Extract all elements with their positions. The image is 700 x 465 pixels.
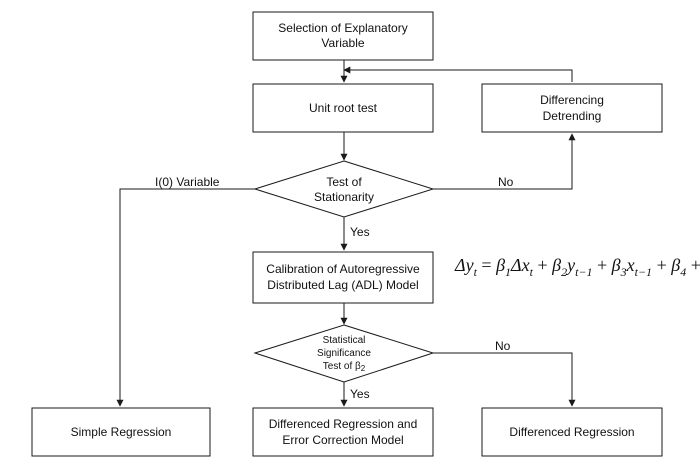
edge-stationarity-i0-to-simple (116, 188, 255, 407)
decision-stationarity-line1: Test of (326, 175, 362, 189)
label-yes-stationarity: Yes (350, 225, 370, 239)
node-calibration: Calibration of Autoregressive Distribute… (252, 251, 434, 304)
decision-significance: Statistical Significance Test of β2 (253, 324, 435, 383)
edge-stationarity-no-to-differencing (433, 133, 576, 190)
node-selection-line1: Selection of Explanatory (278, 21, 407, 35)
node-calibration-line2: Distributed Lag (ADL) Model (267, 278, 418, 292)
edge-differencing-back-to-unitroot (343, 66, 573, 82)
label-no-stationarity: No (498, 175, 514, 189)
label-yes-significance: Yes (350, 387, 370, 401)
node-unit-root-label: Unit root test (309, 101, 378, 115)
adl-equation: Δyt = β1Δxt + β2yt−1 + β3xt−1 + β4 + εt (454, 255, 700, 279)
node-selection-line2: Variable (321, 36, 364, 50)
node-simple-regression-label: Simple Regression (71, 425, 172, 439)
decision-significance-line1: Statistical (323, 335, 366, 346)
decision-stationarity-line2: Stationarity (314, 190, 374, 204)
label-no-significance: No (495, 339, 511, 353)
decision-significance-line2: Significance (317, 348, 371, 359)
decision-significance-line3: Test of β2 (323, 361, 366, 373)
node-differencing-line2: Detrending (543, 109, 602, 123)
edge-significance-no-to-differenced (433, 352, 576, 407)
node-selection: Selection of Explanatory Variable (252, 11, 434, 61)
node-unit-root: Unit root test (252, 83, 434, 133)
node-simple-regression: Simple Regression (31, 407, 211, 457)
node-differencing-line1: Differencing (540, 93, 604, 107)
node-differenced-ecm-line1: Differenced Regression and (269, 417, 418, 431)
decision-stationarity: Test of Stationarity (253, 160, 435, 218)
node-differenced-ecm-line2: Error Correction Model (282, 433, 403, 447)
node-differenced-regression: Differenced Regression (481, 407, 663, 457)
node-differenced-ecm: Differenced Regression and Error Correct… (252, 407, 434, 457)
node-differenced-regression-label: Differenced Regression (509, 425, 634, 439)
label-i0-variable: I(0) Variable (155, 175, 220, 189)
node-calibration-line1: Calibration of Autoregressive (266, 262, 420, 276)
node-differencing: Differencing Detrending (481, 83, 663, 133)
